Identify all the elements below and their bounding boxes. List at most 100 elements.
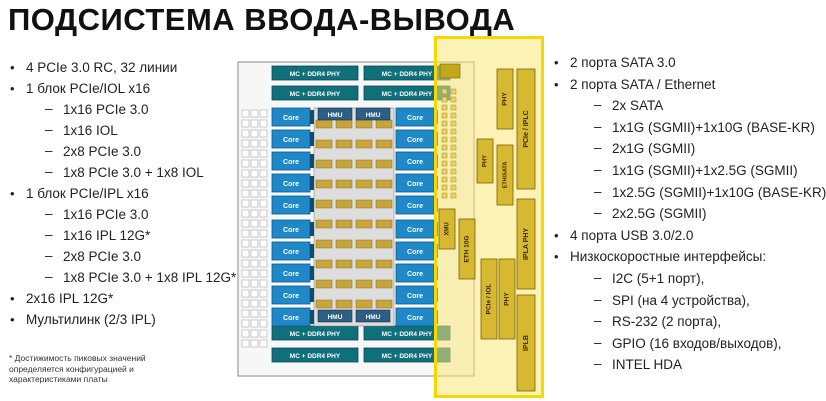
io-pad [441, 88, 448, 95]
io-phy-strip [439, 63, 461, 79]
pad [250, 169, 259, 178]
io-pad [450, 120, 457, 127]
cache-slice [335, 119, 353, 129]
core-strip [310, 154, 314, 168]
cache-slice [335, 219, 353, 229]
core-label: Core [407, 115, 423, 122]
pad [250, 189, 259, 198]
pad [250, 139, 259, 148]
io-pad [441, 104, 448, 111]
pad [241, 159, 250, 168]
pad [241, 249, 250, 258]
cache-slice [335, 199, 353, 209]
pad [250, 239, 259, 248]
cache-slice [315, 259, 333, 269]
pcie-iol-block [480, 258, 498, 340]
sub-list-item: 1x16 IPL 12G* [45, 227, 150, 243]
core-label: Core [407, 203, 423, 210]
pad [250, 229, 259, 238]
cache-slice [375, 139, 393, 149]
pad [259, 259, 268, 268]
core-label: Core [407, 249, 423, 256]
pcie-iol-block-label: PCIe / IOL [486, 284, 493, 315]
core-label: Core [283, 115, 299, 122]
cache-slice [375, 179, 393, 189]
io-pad [441, 184, 448, 191]
ddr-phy-label: MC + DDR4 PHY [382, 71, 433, 78]
cache-slice [335, 139, 353, 149]
core-label: Core [283, 159, 299, 166]
phy-block-label: PHY [502, 92, 509, 106]
cache-slice [335, 299, 353, 309]
core-label: Core [283, 293, 299, 300]
core-label: Core [407, 315, 423, 322]
pad [259, 169, 268, 178]
core-strip [310, 310, 314, 324]
cache-slice [315, 159, 333, 169]
hmu-block [355, 107, 391, 121]
sub-list-item: 1x1G (SGMII)+1x10G (BASE-KR) [594, 119, 815, 135]
pad [241, 189, 250, 198]
io-pad [450, 152, 457, 159]
pcie-iplc-block [516, 68, 536, 190]
pad [250, 269, 259, 278]
pad [259, 229, 268, 238]
sub-list-item: 1x2.5G (SGMII)+1x10G (BASE-KR) [594, 184, 826, 200]
ddr-phy-block [271, 85, 359, 101]
list-item: 2x16 IPL 12G* [10, 291, 113, 306]
pad [250, 299, 259, 308]
ddr-phy-label: MC + DDR4 PHY [290, 71, 341, 78]
ddr-phy-block [271, 65, 359, 81]
eth-sata-block-label: ETH/SATA [502, 162, 508, 189]
sub-list-item: 1x16 PCIe 3.0 [45, 101, 148, 117]
pad [250, 319, 259, 328]
io-pad [441, 136, 448, 143]
io-pad [450, 144, 457, 151]
io-pad [450, 104, 457, 111]
core-strip [310, 222, 314, 236]
cache-slice [335, 259, 353, 269]
io-pad [450, 136, 457, 143]
pad [250, 179, 259, 188]
footnote: * Достижимость пиковых значений определя… [9, 353, 146, 384]
ipla-phy-block [516, 198, 536, 290]
cache-slice [355, 199, 373, 209]
core-label: Core [283, 315, 299, 322]
sub-list-item: SPI (на 4 устройства), [594, 292, 750, 308]
pad [241, 219, 250, 228]
pad [241, 289, 250, 298]
core-strip [310, 244, 314, 258]
sub-list-item: 1x8 PCIe 3.0 + 1x8 IPL 12G* [45, 269, 236, 285]
pad [241, 229, 250, 238]
cache-slice [335, 239, 353, 249]
core-label: Core [407, 137, 423, 144]
cache-slice [355, 159, 373, 169]
pad [259, 139, 268, 148]
cache-slice [355, 259, 373, 269]
pad [241, 169, 250, 178]
io-pad [441, 160, 448, 167]
core-label: Core [407, 293, 423, 300]
pad [259, 289, 268, 298]
pad [241, 239, 250, 248]
pad [250, 219, 259, 228]
io-pad [450, 112, 457, 119]
pad [241, 269, 250, 278]
io-pad [441, 144, 448, 151]
pad [250, 129, 259, 138]
cache-slice [315, 119, 333, 129]
io-pad [450, 168, 457, 175]
io-pad [441, 168, 448, 175]
iplb-block-label: IPLB [523, 335, 530, 351]
io-pad [441, 120, 448, 127]
pad [250, 309, 259, 318]
pad [250, 339, 259, 348]
list-item: 2 порта SATA / Ethernet [554, 77, 715, 92]
pad [259, 149, 268, 158]
cache-slice [315, 299, 333, 309]
cache-slice [375, 219, 393, 229]
pad [250, 149, 259, 158]
cache-slice [315, 139, 333, 149]
pad [250, 199, 259, 208]
pad [259, 239, 268, 248]
